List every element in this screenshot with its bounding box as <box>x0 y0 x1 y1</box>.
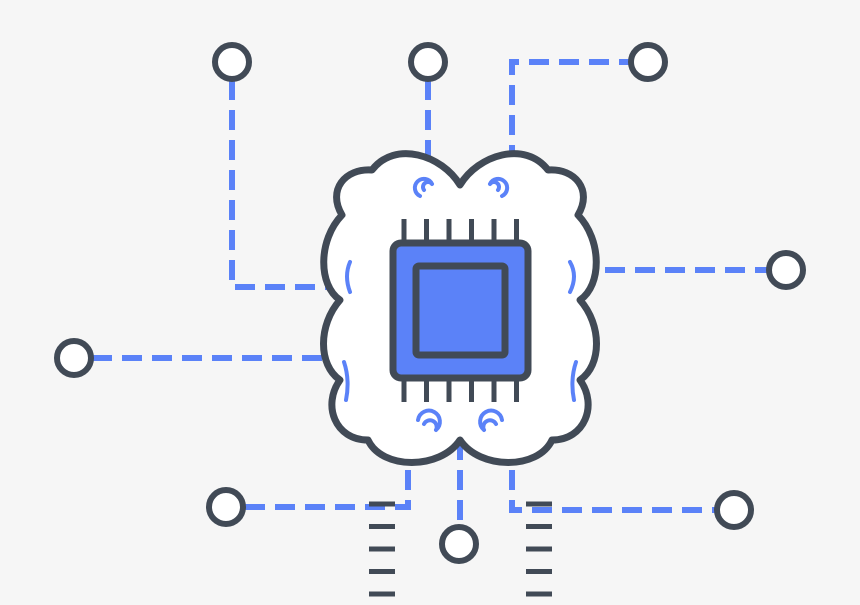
circuit-node-icon <box>206 487 246 527</box>
brain-fold-icon <box>568 260 576 294</box>
circuit-nodes <box>54 42 806 564</box>
chip-core <box>412 262 509 359</box>
circuit-node-icon <box>439 524 479 564</box>
brain-swirl-icon <box>488 176 510 198</box>
circuit-node-icon <box>766 250 806 290</box>
brain-fold-icon <box>345 260 352 294</box>
circuit-trace-bottom-right <box>509 440 716 513</box>
brain-swirl-icon <box>412 176 434 198</box>
circuit-node-icon <box>54 338 94 378</box>
processor-chip-icon <box>369 219 552 597</box>
circuit-trace-top-left <box>229 80 330 290</box>
brain-swirls <box>342 176 578 432</box>
circuit-node-icon <box>212 42 252 82</box>
circuit-trace-bottom-left <box>245 440 411 510</box>
brain-fold-icon <box>342 360 350 402</box>
circuit-node-icon <box>408 42 448 82</box>
circuit-node-icon <box>714 490 754 530</box>
circuit-node-icon <box>628 42 668 82</box>
brain-swirl-icon <box>416 408 442 432</box>
brain-fold-icon <box>570 360 578 402</box>
circuit-trace-top-right <box>509 59 630 165</box>
brain-swirl-icon <box>478 408 504 432</box>
circuit-traces <box>92 59 768 527</box>
